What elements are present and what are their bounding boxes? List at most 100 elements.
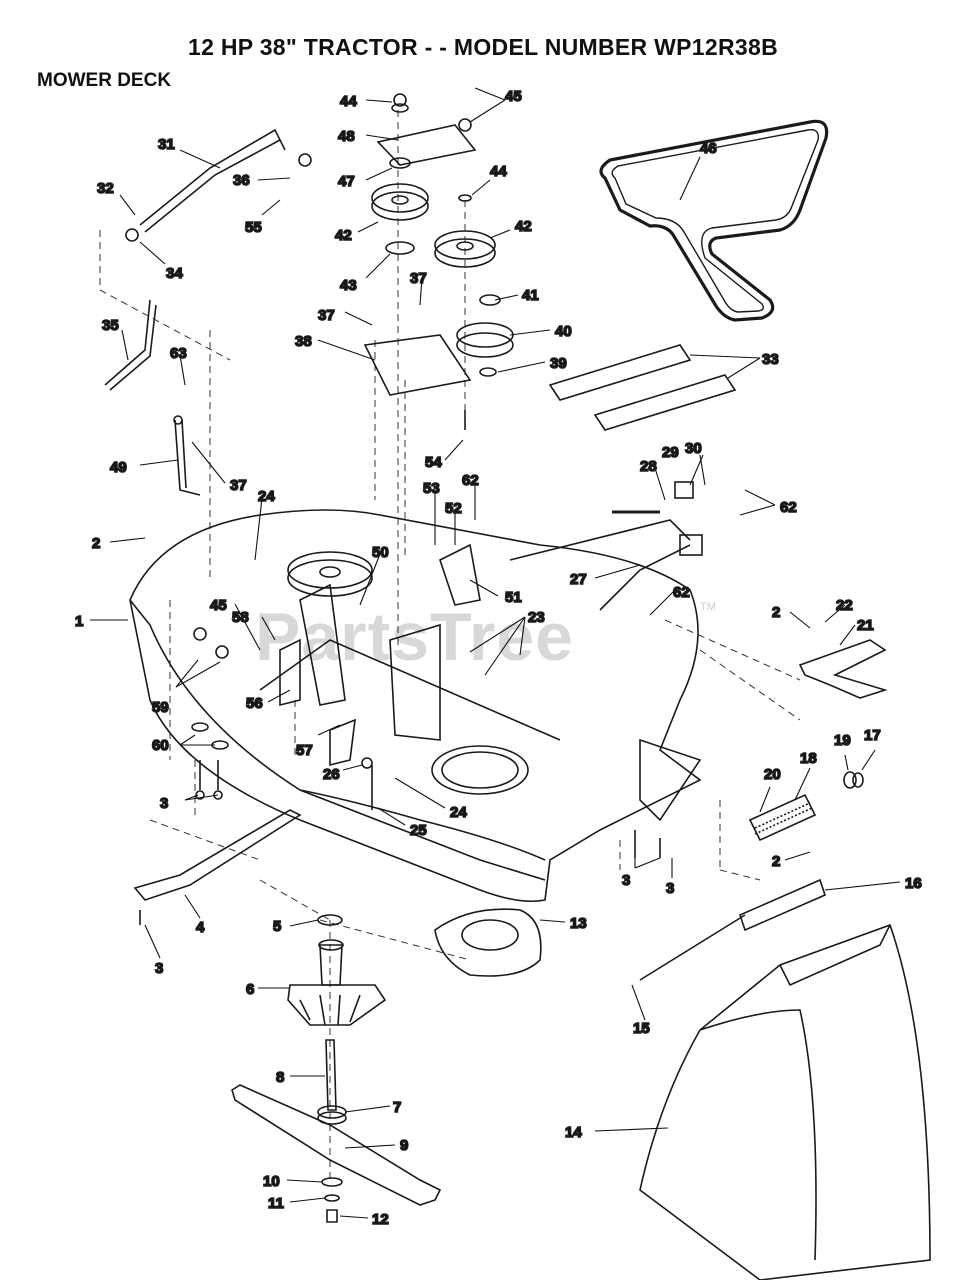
callout-24: 24 bbox=[450, 804, 467, 821]
callout-3: 3 bbox=[666, 880, 674, 897]
pulley-stack bbox=[363, 93, 514, 396]
callout-42: 42 bbox=[515, 218, 532, 235]
callout-11: 11 bbox=[268, 1195, 284, 1212]
page-title: 12 HP 38" TRACTOR - - MODEL NUMBER WP12R… bbox=[188, 34, 778, 60]
callout-35: 35 bbox=[102, 317, 119, 334]
rear-brackets bbox=[548, 344, 737, 431]
callout-47: 47 bbox=[338, 173, 355, 190]
callout-34: 34 bbox=[166, 265, 183, 282]
callout-63: 63 bbox=[170, 345, 187, 362]
callout-10: 10 bbox=[263, 1173, 280, 1190]
callout-9: 9 bbox=[400, 1137, 408, 1154]
callout-32: 32 bbox=[97, 180, 114, 197]
callout-3: 3 bbox=[160, 795, 168, 812]
section-title: MOWER DECK bbox=[37, 70, 172, 91]
bolts bbox=[139, 410, 661, 925]
callout-59: 59 bbox=[152, 699, 169, 716]
callout-28: 28 bbox=[640, 458, 657, 475]
callout-20: 20 bbox=[764, 766, 781, 783]
callout-3: 3 bbox=[155, 960, 163, 977]
callout-14: 14 bbox=[565, 1124, 582, 1141]
callout-24: 24 bbox=[258, 488, 275, 505]
callout-3: 3 bbox=[622, 872, 630, 889]
callout-55: 55 bbox=[245, 219, 262, 236]
callout-40: 40 bbox=[555, 323, 572, 340]
callout-13: 13 bbox=[570, 915, 587, 932]
blade-cover bbox=[434, 908, 542, 977]
callout-19: 19 bbox=[834, 732, 851, 749]
callout-16: 16 bbox=[905, 875, 922, 892]
grass-chute bbox=[639, 923, 931, 1280]
callout-21: 21 bbox=[857, 617, 874, 634]
mower-deck-housing bbox=[129, 509, 702, 903]
callout-30: 30 bbox=[685, 440, 702, 457]
callout-45: 45 bbox=[210, 597, 227, 614]
callout-27: 27 bbox=[570, 571, 587, 588]
callout-62: 62 bbox=[673, 584, 690, 601]
callout-labels: 44 45 48 31 36 47 44 32 55 46 42 42 34 4… bbox=[74, 87, 922, 1229]
svg-text:PartsTree: PartsTree bbox=[255, 599, 574, 675]
callout-26: 26 bbox=[323, 766, 340, 783]
drive-belt bbox=[599, 119, 829, 322]
callout-39: 39 bbox=[550, 355, 567, 372]
chute-hinge-parts bbox=[639, 639, 888, 981]
callout-57: 57 bbox=[296, 742, 313, 759]
callout-43: 43 bbox=[340, 277, 357, 294]
callout-44: 44 bbox=[490, 163, 507, 180]
callout-17: 17 bbox=[864, 727, 881, 744]
partstree-watermark: PartsTree TM bbox=[255, 599, 716, 675]
callout-53: 53 bbox=[423, 480, 440, 497]
callout-18: 18 bbox=[800, 750, 817, 767]
callout-12: 12 bbox=[372, 1211, 389, 1228]
callout-48: 48 bbox=[338, 128, 355, 145]
callout-5: 5 bbox=[273, 918, 281, 935]
callout-41: 41 bbox=[522, 287, 539, 304]
callout-46: 46 bbox=[700, 140, 717, 157]
callout-22: 22 bbox=[836, 597, 853, 614]
callout-62: 62 bbox=[780, 499, 797, 516]
callout-50: 50 bbox=[372, 544, 389, 561]
callout-2: 2 bbox=[92, 535, 100, 552]
blade-hardware bbox=[321, 1177, 343, 1223]
callout-51: 51 bbox=[505, 589, 522, 606]
callout-7: 7 bbox=[393, 1099, 401, 1116]
callout-8: 8 bbox=[276, 1069, 284, 1086]
callout-37: 37 bbox=[230, 477, 247, 494]
spindle-shaft bbox=[317, 1039, 347, 1125]
callout-62: 62 bbox=[462, 472, 479, 489]
callout-42: 42 bbox=[335, 227, 352, 244]
svg-text:TM: TM bbox=[700, 601, 716, 613]
callout-6: 6 bbox=[246, 981, 254, 998]
callout-58: 58 bbox=[232, 609, 249, 626]
callout-37: 37 bbox=[410, 270, 427, 287]
callout-1: 1 bbox=[75, 613, 83, 630]
mower-blade bbox=[231, 1084, 442, 1206]
callout-2: 2 bbox=[772, 853, 780, 870]
callout-49: 49 bbox=[110, 459, 127, 476]
leader-lines bbox=[90, 87, 901, 1219]
spindle-assembly bbox=[287, 914, 387, 1026]
callout-31: 31 bbox=[158, 136, 175, 153]
callout-29: 29 bbox=[662, 444, 679, 461]
callout-23: 23 bbox=[528, 609, 545, 626]
callout-4: 4 bbox=[196, 919, 205, 936]
callout-54: 54 bbox=[425, 454, 442, 471]
deck-support-rod bbox=[133, 809, 302, 901]
callout-44: 44 bbox=[340, 93, 357, 110]
callout-45: 45 bbox=[505, 88, 522, 105]
callout-36: 36 bbox=[233, 172, 250, 189]
callout-37: 37 bbox=[318, 307, 335, 324]
callout-33: 33 bbox=[762, 351, 779, 368]
callout-25: 25 bbox=[410, 822, 427, 839]
lift-rods bbox=[104, 128, 312, 496]
deck-pulley-assembly bbox=[279, 543, 481, 767]
callout-60: 60 bbox=[152, 737, 169, 754]
callout-56: 56 bbox=[246, 695, 263, 712]
callout-2: 2 bbox=[772, 604, 780, 621]
callout-38: 38 bbox=[295, 333, 312, 350]
callout-52: 52 bbox=[445, 500, 462, 517]
callout-15: 15 bbox=[633, 1020, 650, 1037]
linkage-rods bbox=[509, 481, 703, 611]
